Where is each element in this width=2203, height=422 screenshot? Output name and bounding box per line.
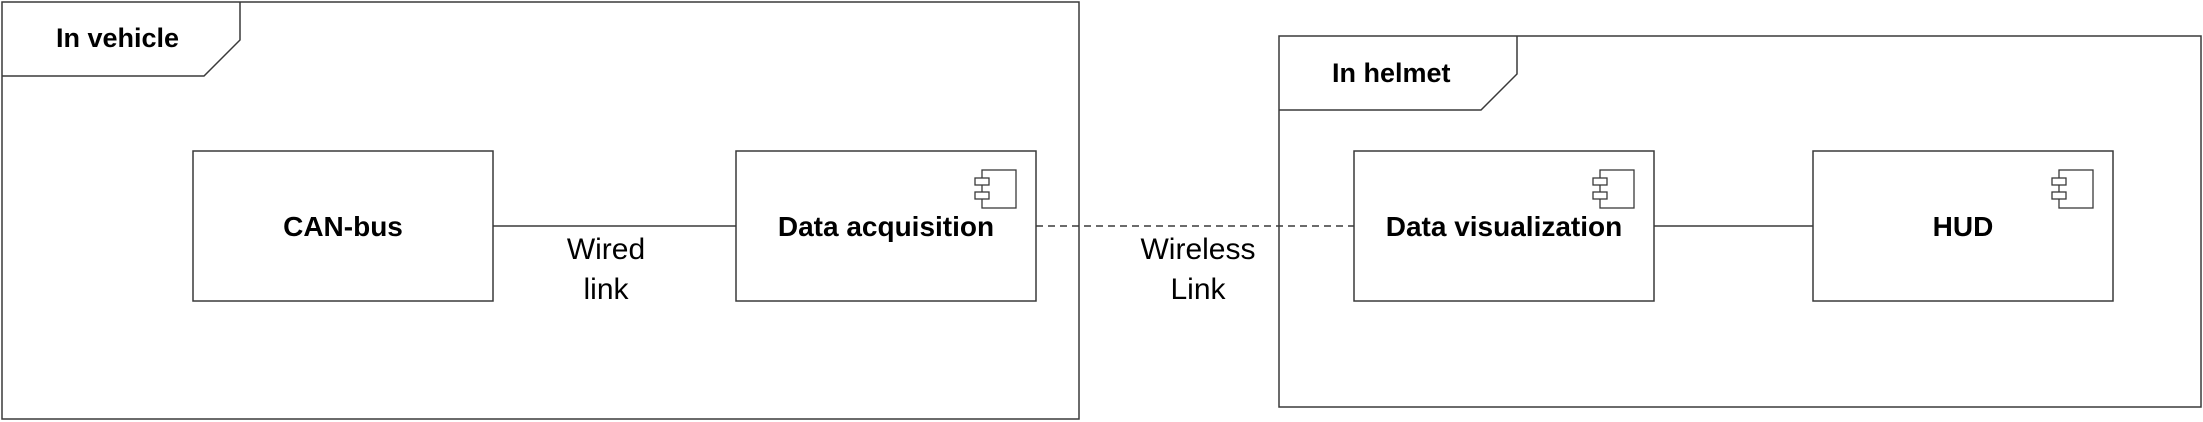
frame-in-vehicle-border: [1, 1, 1080, 420]
component-icon: [2051, 169, 2094, 209]
data-acquisition-label: Data acquisition: [778, 211, 994, 242]
wireless-link-label-line2: Link: [1170, 273, 1226, 306]
frame-in-vehicle: In vehicle: [1, 1, 1080, 420]
frame-in-vehicle-title: In vehicle: [56, 23, 179, 53]
data-visualization-label: Data visualization: [1386, 211, 1623, 242]
wired-link-label-line2: link: [583, 273, 629, 306]
component-icon: [974, 169, 1017, 209]
frame-in-vehicle-tab: [2, 2, 241, 77]
can-bus-label: CAN-bus: [283, 211, 403, 242]
frame-in-helmet: In helmet: [1278, 35, 2202, 408]
component-can-bus: CAN-bus: [192, 150, 494, 302]
component-data-visualization: Data visualization: [1353, 150, 1655, 302]
frame-in-helmet-title: In helmet: [1332, 58, 1451, 88]
wired-link-label-line1: Wired: [567, 233, 645, 266]
component-icon: [1592, 169, 1635, 209]
frame-in-helmet-border: [1278, 35, 2202, 408]
hud-label: HUD: [1933, 211, 1994, 242]
can-bus-box: [192, 150, 494, 302]
component-data-acquisition: Data acquisition: [735, 150, 1037, 302]
frame-in-helmet-tab: [1279, 36, 1518, 111]
wireless-link-label-line1: Wireless: [1140, 233, 1255, 266]
component-hud: HUD: [1812, 150, 2114, 302]
